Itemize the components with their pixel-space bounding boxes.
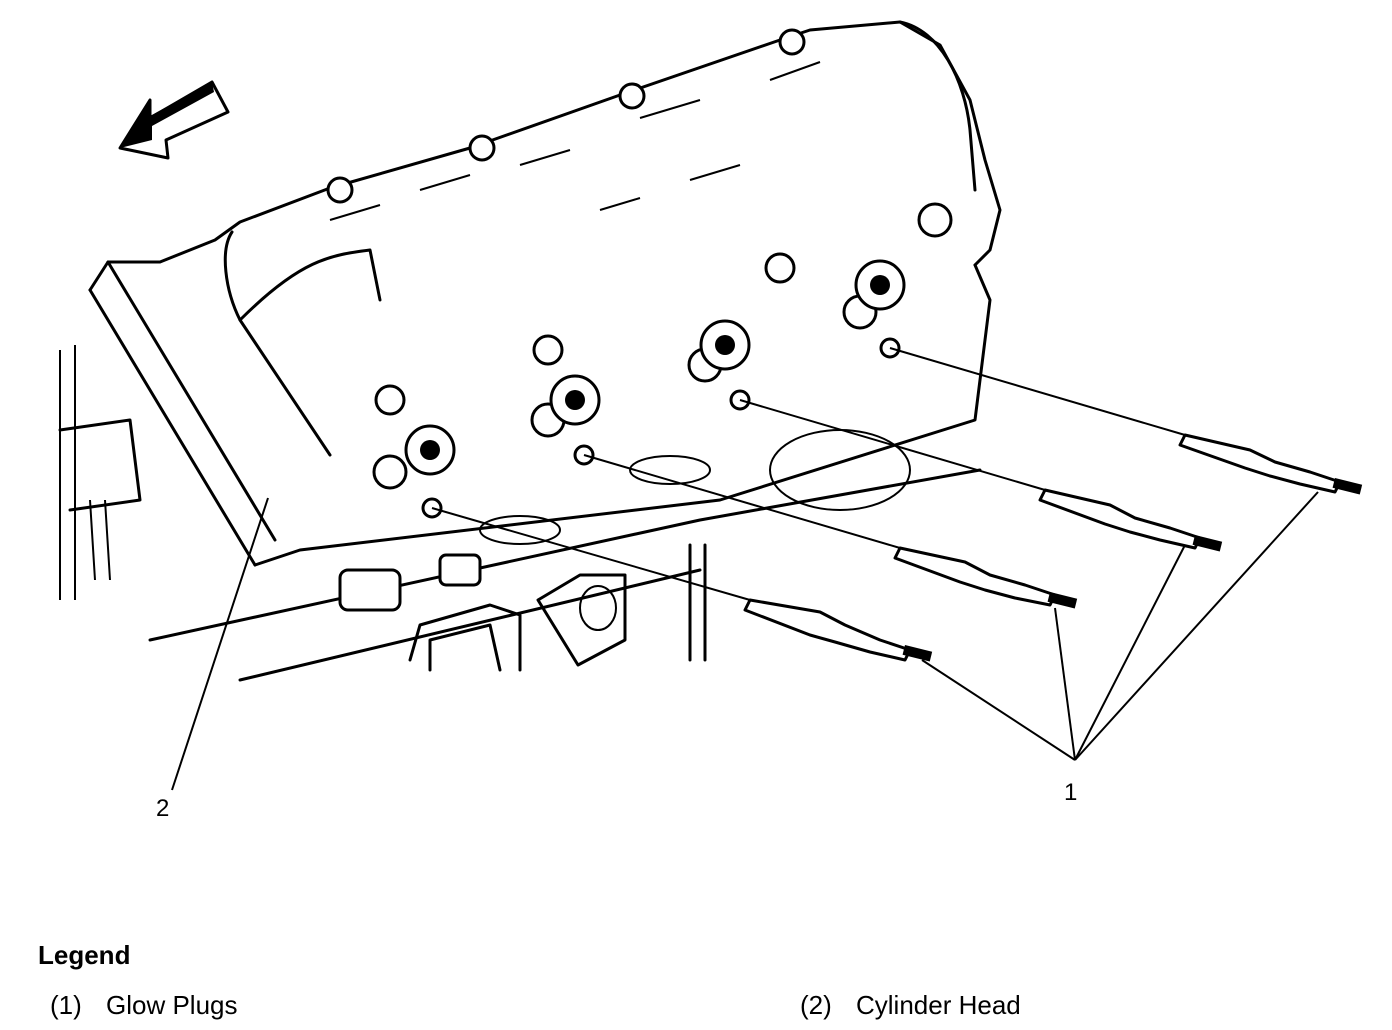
legend-item-number: (1) [50, 990, 82, 1020]
callout-1-leaders [921, 491, 1319, 761]
legend-title: Legend [38, 940, 131, 970]
glow-plug-ports [404, 259, 906, 519]
legend-item-label: Cylinder Head [856, 990, 1021, 1020]
legend-item-number: (2) [800, 990, 832, 1020]
callout-label-1: 1 [1064, 779, 1077, 806]
glow-plug-2 [583, 454, 1078, 609]
callout-label-2: 2 [156, 795, 169, 822]
glow-plug-4 [889, 347, 1363, 495]
engine-illustration: 1 2 [58, 20, 1363, 822]
engine-block-side [58, 345, 142, 600]
legend-item-label: Glow Plugs [106, 990, 238, 1020]
callout-2-leader [171, 497, 269, 791]
valve-cover-bolts [326, 28, 953, 490]
legend-item-glow-plugs: (1) Glow Plugs [50, 990, 238, 1021]
glow-plug-3 [739, 399, 1223, 552]
glow-plug-1 [431, 507, 933, 662]
deck-ports [338, 429, 911, 612]
legend-item-cylinder-head: (2) Cylinder Head [800, 990, 1021, 1021]
cylinder-head-body [88, 20, 1002, 682]
front-direction-arrow [118, 80, 230, 160]
